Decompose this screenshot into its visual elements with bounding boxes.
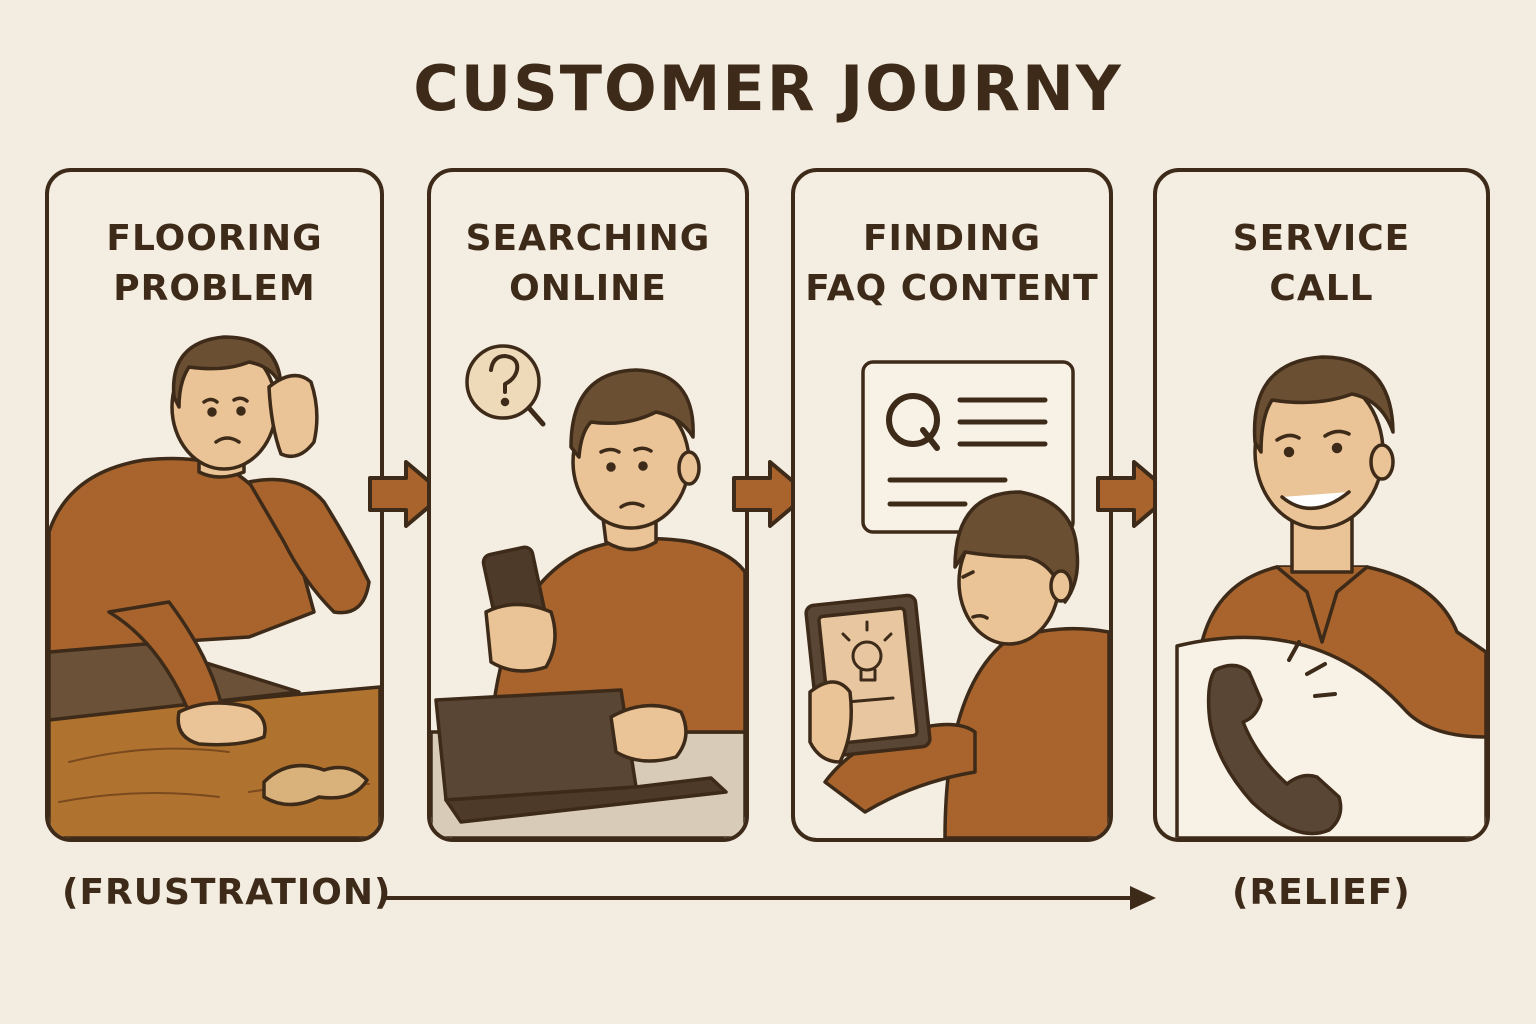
panel-label: SERVICE CALL <box>1157 214 1486 314</box>
panel-label-line2: PROBLEM <box>113 268 316 309</box>
panel-label: SEARCHING ONLINE <box>431 214 745 314</box>
page-title: CUSTOMER JOURNY <box>413 52 1123 125</box>
panel-label-line2: FAQ CONTENT <box>805 268 1099 309</box>
panel-label-line2: CALL <box>1269 268 1374 309</box>
panel-label: FLOORING PROBLEM <box>49 214 380 314</box>
panel-flooring-problem: FLOORING PROBLEM <box>45 168 384 842</box>
question-magnifier-icon <box>465 344 546 427</box>
panel-service-call: SERVICE CALL <box>1153 168 1490 842</box>
faq-reader-illustration <box>804 360 1109 838</box>
journey-arrow-icon <box>384 886 1156 910</box>
panel-searching-online: SEARCHING ONLINE <box>427 168 749 842</box>
panel-finding-faq: FINDING FAQ CONTENT <box>791 168 1113 842</box>
step-arrow-icon <box>732 460 810 528</box>
panel-label-line2: ONLINE <box>509 268 667 309</box>
panel-label-line1: SEARCHING <box>465 218 711 259</box>
searching-man-illustration <box>431 344 745 838</box>
panel-label-line1: FINDING <box>862 218 1042 259</box>
happy-man-illustration <box>1175 355 1486 838</box>
phone-ringing-icon <box>1206 640 1343 836</box>
frustrated-man-illustration <box>49 335 380 838</box>
panel-label: FINDING FAQ CONTENT <box>795 214 1109 314</box>
panel-label-line1: FLOORING <box>106 218 323 259</box>
frustration-label: (FRUSTRATION) <box>62 872 392 913</box>
panel-label-line1: SERVICE <box>1232 218 1411 259</box>
lightbulb-icon <box>841 620 895 704</box>
relief-label: (RELIEF) <box>1232 872 1411 913</box>
step-arrow-icon <box>368 460 446 528</box>
